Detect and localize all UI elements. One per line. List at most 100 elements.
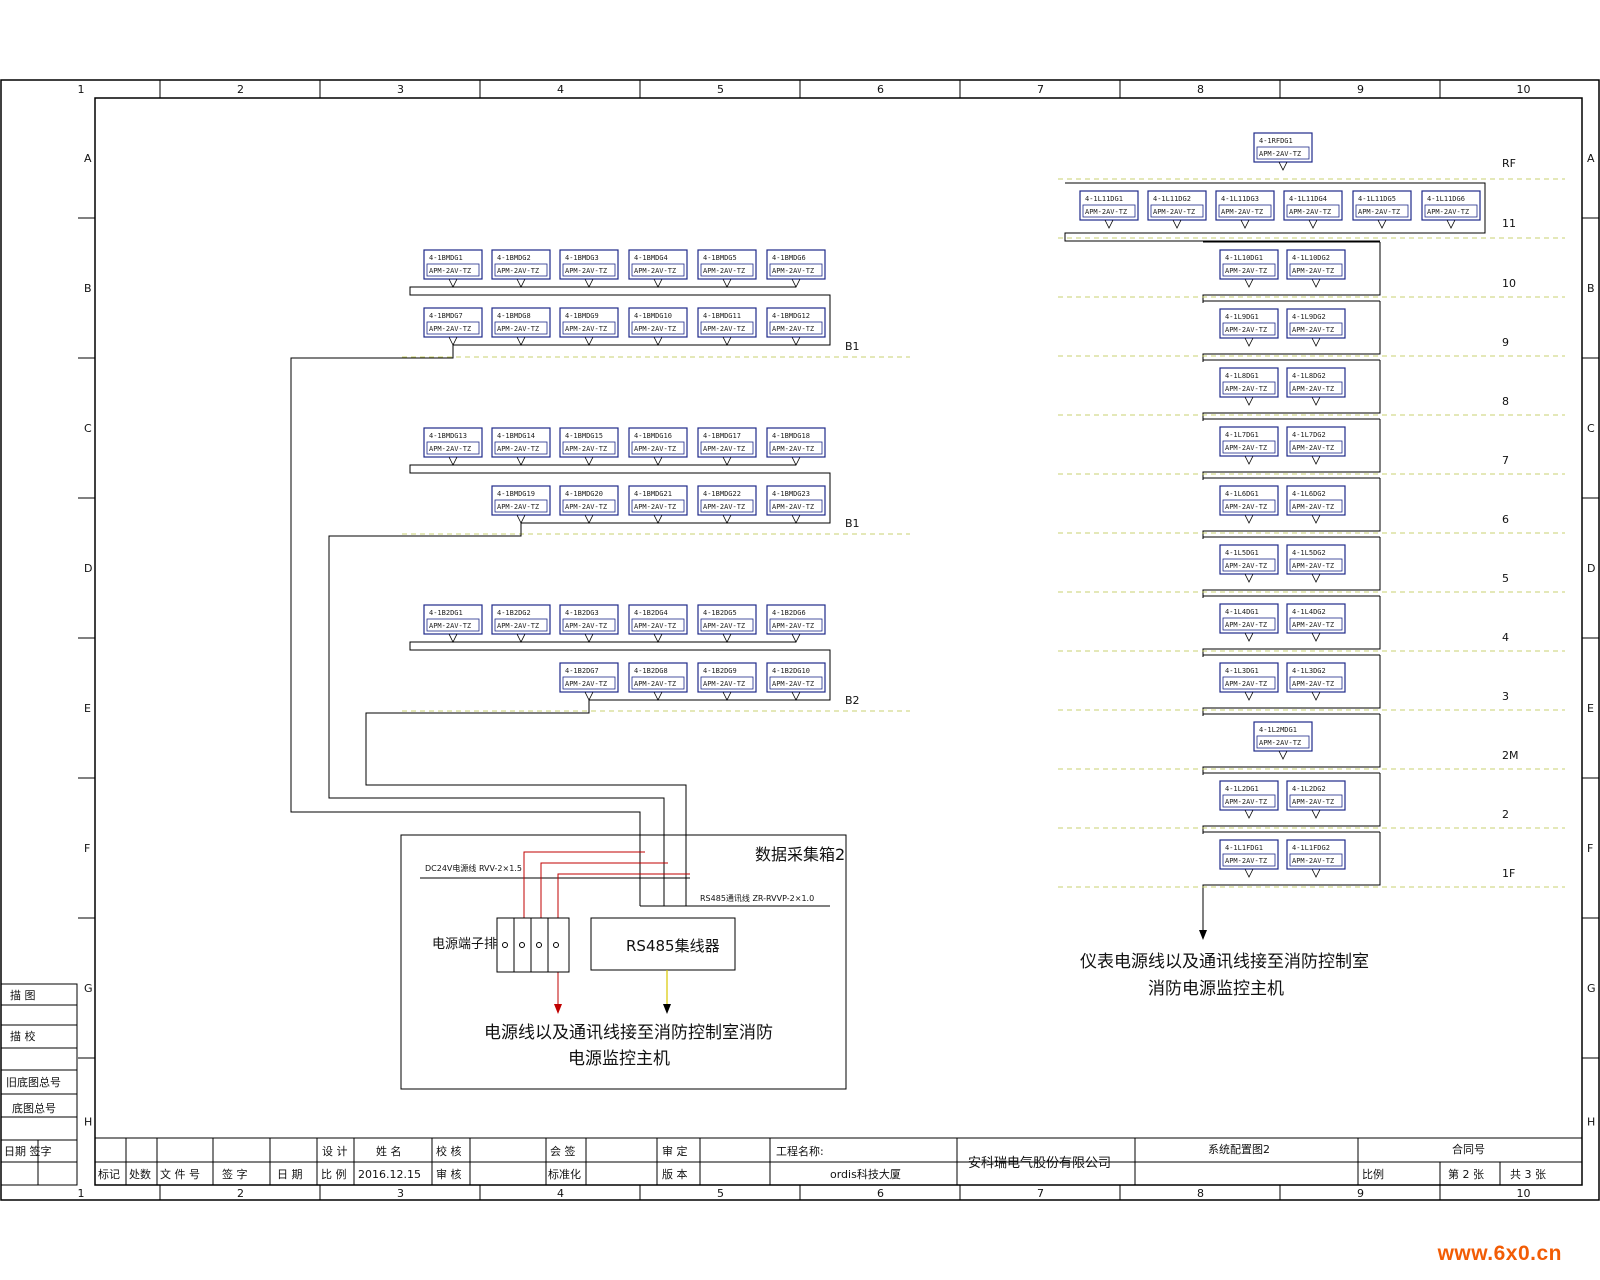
- tb-countersign: 会 签: [550, 1144, 576, 1158]
- module-inner: [769, 441, 823, 455]
- module-frame: [1219, 485, 1279, 516]
- module-model: APM-2AV-TZ: [1225, 621, 1267, 629]
- module-frame: [559, 485, 619, 516]
- floor-label: B1: [845, 517, 860, 530]
- module-model: APM-2AV-TZ: [703, 503, 745, 511]
- module-model: APM-2AV-TZ: [703, 267, 745, 275]
- module-id: 4-1BMDG8: [497, 312, 531, 320]
- tb-count: 处数: [129, 1168, 151, 1181]
- bus-line: [409, 641, 831, 701]
- module-id: 4-1L3DG1: [1225, 667, 1259, 675]
- tb-version: 版 本: [662, 1167, 688, 1181]
- module-connector: [722, 633, 732, 643]
- module-model: APM-2AV-TZ: [429, 267, 471, 275]
- tb-standard: 标准化: [548, 1167, 581, 1181]
- module-frame: [1147, 190, 1207, 221]
- module-frame: [1286, 249, 1346, 280]
- grid-number-top: 4: [557, 83, 564, 96]
- module-inner: [426, 618, 480, 632]
- module-model: APM-2AV-TZ: [1427, 208, 1469, 216]
- stamp-2: 描 校: [10, 1029, 36, 1043]
- module-inner: [1289, 853, 1343, 867]
- comm-label: RS485通讯线 ZR-RVVP-2×1.0: [700, 893, 814, 903]
- module-model: APM-2AV-TZ: [634, 267, 676, 275]
- module-inner: [494, 618, 548, 632]
- stamp-3: 旧底图总号: [6, 1075, 61, 1089]
- module-id: 4-1BMDG18: [772, 432, 810, 440]
- module-model: APM-2AV-TZ: [1225, 326, 1267, 334]
- grid-letter-left: A: [84, 152, 92, 165]
- module-id: 4-1L4DG2: [1292, 608, 1326, 616]
- module-id: 4-1L10DG1: [1225, 254, 1263, 262]
- tb-sign: 签 字: [222, 1167, 248, 1181]
- module-frame: [1286, 839, 1346, 870]
- grid-number-top: 2: [237, 83, 244, 96]
- module-inner: [1286, 204, 1340, 218]
- module-connector: [1311, 337, 1321, 347]
- module-inner: [1289, 558, 1343, 572]
- supply-label: DC24V电源线 RVV-2×1.5: [425, 863, 522, 873]
- module-model: APM-2AV-TZ: [772, 622, 814, 630]
- module-id: 4-1B2DG8: [634, 667, 668, 675]
- module-connector: [1244, 632, 1254, 642]
- module-frame: [628, 249, 688, 280]
- terminal-block: [496, 917, 570, 973]
- module-model: APM-2AV-TZ: [1225, 798, 1267, 806]
- module-id: 4-1BMDG9: [565, 312, 599, 320]
- data-collection-box: 数据采集箱2 DC24V电源线 RVV-2×1.5 RS485通讯线 ZR-RV…: [400, 834, 847, 1090]
- module-frame: [1286, 544, 1346, 575]
- module-id: 4-1L4DG1: [1225, 608, 1259, 616]
- module-connector: [1240, 219, 1250, 229]
- module-inner: [426, 321, 480, 335]
- module-connector: [722, 456, 732, 466]
- module-frame: [697, 307, 757, 338]
- module-connector: [722, 278, 732, 288]
- module-inner: [1424, 204, 1478, 218]
- module-model: APM-2AV-TZ: [772, 503, 814, 511]
- module-connector: [1278, 161, 1288, 171]
- module-inner: [1256, 146, 1310, 160]
- grid-letter-left: H: [84, 1116, 92, 1129]
- module-model: APM-2AV-TZ: [565, 680, 607, 688]
- module-id: 4-1L11DG3: [1221, 195, 1259, 203]
- module-model: APM-2AV-TZ: [1153, 208, 1195, 216]
- module-connector: [722, 514, 732, 524]
- module-model: APM-2AV-TZ: [772, 445, 814, 453]
- bus-line: [1202, 242, 1381, 303]
- module-frame: [1219, 426, 1279, 457]
- module-model: APM-2AV-TZ: [1225, 503, 1267, 511]
- module-frame: [1219, 308, 1279, 339]
- grid-number-top: 1: [78, 83, 85, 96]
- level-label: 3: [1502, 690, 1509, 703]
- module-model: APM-2AV-TZ: [1292, 444, 1334, 452]
- module-connector: [1311, 632, 1321, 642]
- bus-line: [1202, 301, 1381, 362]
- module-frame: [766, 485, 826, 516]
- module-frame: [766, 307, 826, 338]
- grid-letter-left: B: [84, 282, 92, 295]
- module-id: 4-1L1FDG2: [1292, 844, 1330, 852]
- module-id: 4-1L2MDG1: [1259, 726, 1297, 734]
- module-model: APM-2AV-TZ: [565, 325, 607, 333]
- module-frame: [1219, 544, 1279, 575]
- module-inner: [1256, 735, 1310, 749]
- module-inner: [1150, 204, 1204, 218]
- module-connector: [1311, 691, 1321, 701]
- grid-letter-right: A: [1587, 152, 1595, 165]
